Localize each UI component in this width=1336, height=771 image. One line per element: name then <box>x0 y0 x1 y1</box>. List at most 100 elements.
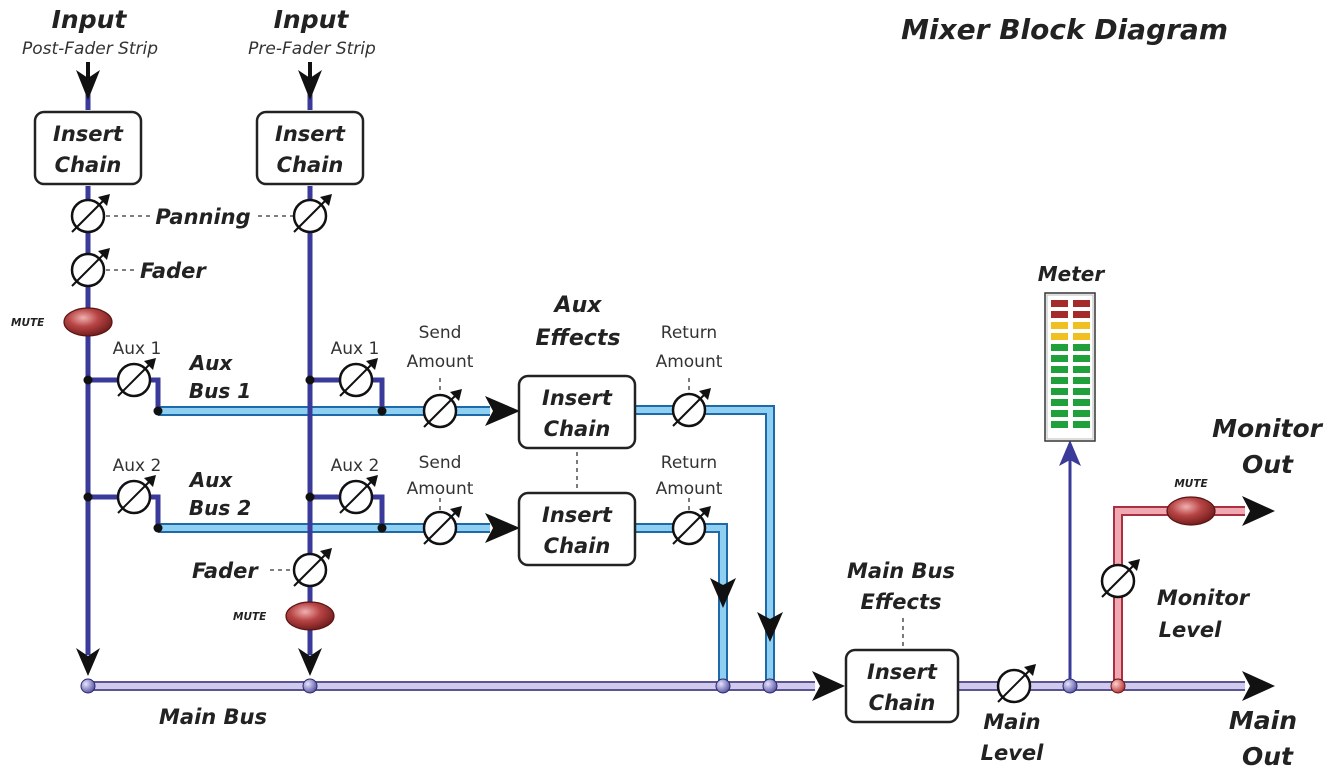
send-amount-1-line1: Send <box>419 323 462 343</box>
aux-1-label-strip-2: Aux 1 <box>331 339 380 359</box>
panning-knob-strip-1[interactable] <box>70 194 110 234</box>
aux-bus-2-arrow <box>485 513 520 543</box>
main-bus-label: Main Bus <box>159 705 267 729</box>
insert-chain-label-line1: Insert <box>275 122 346 146</box>
input-1-arrow <box>76 70 100 100</box>
meter-segment <box>1073 344 1090 351</box>
insert-chain-label-line1: Insert <box>542 503 613 527</box>
monitor-level-label-line1: Monitor <box>1157 586 1251 610</box>
aux-1-knob-strip-2[interactable] <box>338 358 378 398</box>
meter-segment <box>1073 355 1090 362</box>
mute-button-strip-1[interactable] <box>63 307 113 337</box>
meter-segment <box>1051 410 1068 417</box>
monitor-out-label-line1: Monitor <box>1212 414 1324 443</box>
meter-segment <box>1073 311 1090 318</box>
meter-segment <box>1051 399 1068 406</box>
aux-bus-2-label-line2: Bus 2 <box>189 496 251 520</box>
diagram-title: Mixer Block Diagram <box>901 13 1228 46</box>
insert-chain-strip-1: Insert Chain <box>33 110 143 186</box>
return-amount-1-line2: Amount <box>656 352 723 372</box>
meter-segment <box>1073 399 1090 406</box>
aux-2-knob-strip-2[interactable] <box>338 475 378 515</box>
main-bus-effects-label-line1: Main Bus <box>847 559 955 583</box>
aux-effects-label-line2: Effects <box>536 326 621 351</box>
insert-chain-label-line1: Insert <box>867 660 938 684</box>
insert-chain-label-line2: Chain <box>544 417 611 441</box>
insert-chain-label-line2: Chain <box>869 691 936 715</box>
aux-2-label-strip-2: Aux 2 <box>331 456 380 476</box>
insert-chain-label-line2: Chain <box>55 153 122 177</box>
aux-bus-1-label-line1: Aux <box>188 351 234 375</box>
return-amount-2-line2: Amount <box>656 479 723 499</box>
meter-segment <box>1073 300 1090 307</box>
meter-segment <box>1051 344 1068 351</box>
input-2-label: Input <box>274 5 350 34</box>
meter-segment <box>1051 377 1068 384</box>
mute-label-monitor: MUTE <box>1174 478 1208 490</box>
meter-segment <box>1051 388 1068 395</box>
return-amount-2-knob[interactable] <box>671 506 711 546</box>
meter-segment <box>1073 421 1090 428</box>
main-out-label-line1: Main <box>1229 706 1297 735</box>
meter-segment <box>1051 300 1068 307</box>
meter-segment <box>1073 388 1090 395</box>
main-bus-line <box>88 671 1275 701</box>
send-amount-2-knob[interactable] <box>422 506 462 546</box>
aux-bus-1-line <box>158 405 775 686</box>
aux-bus-1-label-line2: Bus 1 <box>189 379 251 403</box>
aux-bus-1-arrow <box>485 396 520 426</box>
main-level-label-line2: Level <box>981 741 1045 765</box>
panning-knob-strip-2[interactable] <box>292 194 332 234</box>
meter-segment <box>1051 366 1068 373</box>
mute-label-strip-1: MUTE <box>11 317 45 329</box>
input-2-sublabel: Pre-Fader Strip <box>248 39 376 59</box>
input-1-sublabel: Post-Fader Strip <box>22 39 158 59</box>
monitor-level-label-line2: Level <box>1159 618 1223 642</box>
send-amount-2-line1: Send <box>419 453 462 473</box>
return-1-arrow <box>757 612 783 642</box>
input-1-label: Input <box>52 5 128 34</box>
meter-segment <box>1073 322 1090 329</box>
fader-label-strip-1: Fader <box>140 259 207 283</box>
monitor-out-label-line2: Out <box>1242 450 1294 479</box>
meter-segment <box>1073 333 1090 340</box>
meter-label: Meter <box>1038 262 1106 286</box>
main-out-label-line2: Out <box>1242 742 1294 771</box>
fader-knob-strip-2[interactable] <box>292 548 332 588</box>
main-level-knob[interactable] <box>996 664 1036 704</box>
insert-chain-label-line1: Insert <box>542 386 613 410</box>
panning-label: Panning <box>155 205 250 229</box>
insert-chain-aux-1: Insert Chain <box>517 374 637 450</box>
aux-1-knob-strip-1[interactable] <box>116 358 156 398</box>
aux-bus-2-label-line1: Aux <box>188 468 234 492</box>
return-amount-1-line1: Return <box>661 323 717 343</box>
return-amount-1-knob[interactable] <box>671 388 711 428</box>
monitor-level-knob[interactable] <box>1100 559 1140 599</box>
level-meter <box>1044 292 1096 442</box>
fader-label-strip-2: Fader <box>192 559 259 583</box>
return-amount-2-line1: Return <box>661 453 717 473</box>
mute-button-monitor[interactable] <box>1166 496 1216 526</box>
mute-button-strip-2[interactable] <box>285 601 335 631</box>
meter-segment <box>1051 311 1068 318</box>
meter-segment <box>1073 410 1090 417</box>
meter-feed-line <box>1059 440 1081 686</box>
send-amount-1-knob[interactable] <box>422 389 462 429</box>
mute-label-strip-2: MUTE <box>233 611 267 623</box>
knobs-layer <box>70 194 1140 704</box>
insert-chain-aux-2: Insert Chain <box>517 491 637 567</box>
insert-chain-strip-2: Insert Chain <box>255 110 365 186</box>
aux-2-knob-strip-1[interactable] <box>116 475 156 515</box>
insert-chain-label-line2: Chain <box>544 534 611 558</box>
aux-bus-2-line <box>158 523 728 686</box>
aux-2-label-strip-1: Aux 2 <box>113 456 162 476</box>
insert-chain-label-line1: Insert <box>53 122 124 146</box>
meter-segment <box>1073 366 1090 373</box>
meter-segment <box>1051 333 1068 340</box>
insert-chain-main-bus: Insert Chain <box>844 648 960 724</box>
main-bus-effects-label-line2: Effects <box>860 590 941 614</box>
fader-knob-strip-1[interactable] <box>70 248 110 288</box>
return-2-arrow <box>710 578 736 608</box>
aux-effects-label-line1: Aux <box>553 293 603 318</box>
